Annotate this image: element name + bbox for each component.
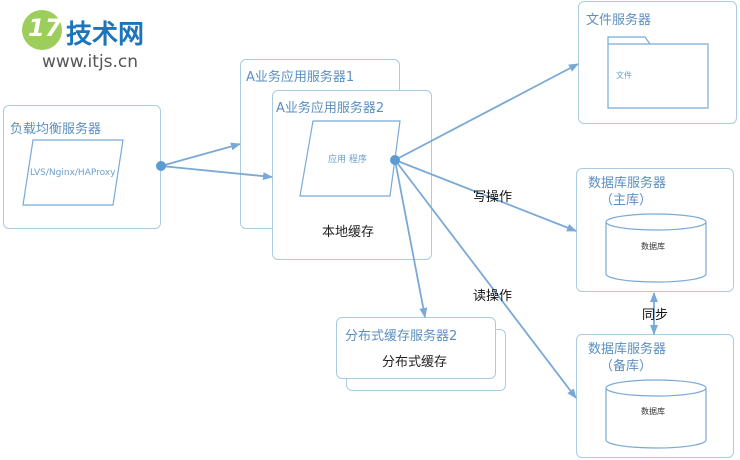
sync-label: 同步	[642, 308, 669, 323]
dist-cache-title: 分布式缓存服务器2	[345, 329, 458, 344]
db-slave-label: 数据库	[641, 407, 665, 416]
logo-url: www.itjs.cn	[42, 52, 139, 72]
edge-lb-to-app1	[160, 142, 241, 167]
load-balancer-inner-label: LVS/Nginx/HAProxy	[30, 168, 116, 178]
logo-circle	[22, 10, 62, 50]
db-master-cylinder	[605, 213, 707, 283]
db-slave-title: 数据库服务器	[588, 342, 667, 357]
write-operation-label: 写操作	[473, 190, 513, 205]
app-server-1-title: A业务应用服务器1	[246, 70, 355, 85]
load-balancer-title: 负载均衡服务器	[10, 122, 102, 137]
app-program-shape	[299, 120, 401, 197]
edge-app-to-db-master	[394, 159, 577, 232]
edge-app-to-db-slave	[394, 159, 577, 399]
db-master-label: 数据库	[641, 242, 665, 251]
app-server-2-title: A业务应用服务器2	[276, 101, 385, 116]
read-operation-label: 读操作	[473, 289, 513, 304]
logo-brand-name: 技术网	[66, 20, 145, 50]
db-master-subtitle: （主库）	[600, 193, 653, 208]
edge-lb-to-app2	[160, 165, 273, 181]
logo-mark: 17	[28, 14, 62, 42]
dist-cache-box	[336, 317, 496, 379]
app-junction-dot	[390, 155, 400, 165]
lb-junction-dot	[156, 161, 166, 171]
app-program-label: 应用 程序	[328, 155, 367, 165]
local-cache-label: 本地缓存	[322, 225, 375, 240]
dist-cache-label: 分布式缓存	[382, 355, 448, 370]
db-slave-cylinder	[605, 379, 707, 449]
load-balancer-shape	[22, 139, 124, 206]
file-server-title: 文件服务器	[586, 13, 652, 28]
file-label: 文件	[616, 71, 632, 80]
folder-shape	[607, 36, 709, 109]
edge-app-to-file	[394, 63, 579, 161]
edge-app-to-cache	[394, 159, 428, 318]
db-slave-subtitle: （备库）	[600, 359, 653, 374]
db-master-title: 数据库服务器	[588, 176, 667, 191]
